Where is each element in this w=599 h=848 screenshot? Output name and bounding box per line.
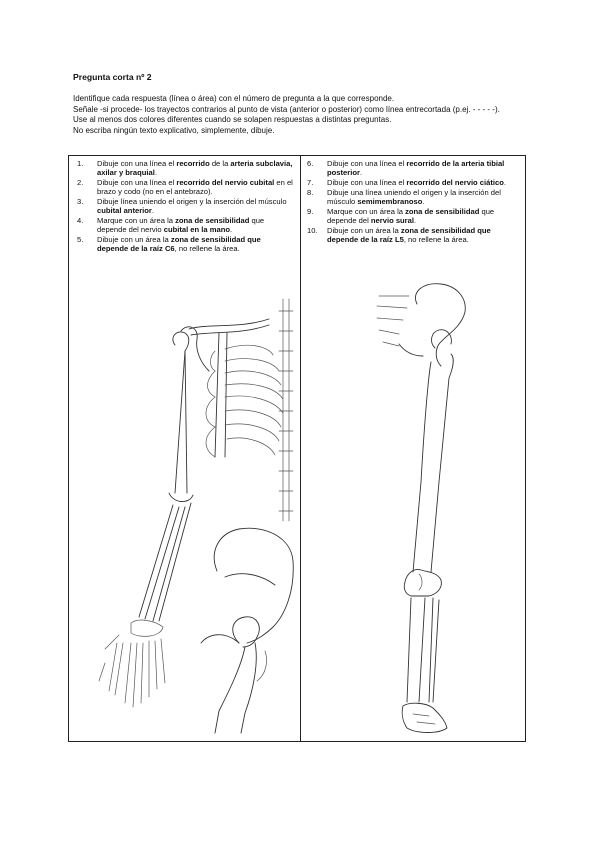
lower-limb-skeleton-drawing [376,283,466,733]
question-number: 5. [77,235,84,244]
question-item: 7. Dibuje con una línea el recorrido del … [307,178,519,187]
right-questions: 6. Dibuje con una línea el recorrido de l… [307,159,519,245]
column-divider [300,156,301,741]
lower-limb-skeleton [369,282,525,737]
question-item: 3. Dibuje línea uniendo el origen y la in… [77,197,293,215]
instructions: Identifique cada respuesta (línea o área… [73,94,533,136]
question-text: Dibuje con una línea el recorrido del ne… [327,178,506,187]
question-text: Dibuje línea uniendo el origen y la inse… [97,197,287,215]
instruction-line: Use al menos dos colores diferentes cuan… [73,115,392,124]
question-item: 10. Dibuje con un área la zona de sensibi… [307,226,519,244]
upper-limb-skeleton [69,271,299,741]
question-item: 4. Marque con un área la zona de sensibil… [77,216,293,234]
question-text: Marque con un área la zona de sensibilid… [327,207,495,225]
question-text: Dibuje con un área la zona de sensibilid… [327,226,491,244]
question-number: 1. [77,159,84,168]
question-number: 3. [77,197,84,206]
page-title: Pregunta corta nº 2 [73,72,152,82]
instruction-line: No escriba ningún texto explicativo, sim… [73,125,275,135]
upper-limb-skeleton-drawing [98,298,294,734]
left-questions: 1. Dibuje con una línea el recorrido de l… [77,159,293,254]
question-item: 2. Dibuje con una línea el recorrido del … [77,178,293,196]
question-text: Dibuje con un área la zona de sensibilid… [97,235,261,253]
question-number: 6. [307,159,314,168]
question-number: 4. [77,216,84,225]
question-text: Dibuje con una línea el recorrido de la … [327,159,505,177]
question-item: 5. Dibuje con un área la zona de sensibil… [77,235,293,253]
question-item: 6. Dibuje con una línea el recorrido de l… [307,159,519,177]
question-text: Dibuje con una línea el recorrido del ne… [97,178,293,196]
question-item: 9. Marque con un área la zona de sensibil… [307,207,519,225]
question-number: 7. [307,178,314,187]
answer-sheet: 1. Dibuje con una línea el recorrido de l… [68,155,526,742]
instruction-line: Identifique cada respuesta (línea o área… [73,94,395,103]
question-number: 9. [307,207,314,216]
question-text: Dibuje una línea uniendo el origen y la … [327,188,501,206]
question-text: Marque con un área la zona de sensibilid… [97,216,265,234]
question-text: Dibuje con una línea el recorrido de la … [97,159,293,177]
question-number: 2. [77,178,84,187]
question-item: 8. Dibuje una línea uniendo el origen y l… [307,188,519,206]
question-item: 1. Dibuje con una línea el recorrido de l… [77,159,293,177]
instruction-line: Señale -si procede- los trayectos contra… [73,104,500,114]
question-number: 8. [307,188,314,197]
question-number: 10. [307,226,318,235]
